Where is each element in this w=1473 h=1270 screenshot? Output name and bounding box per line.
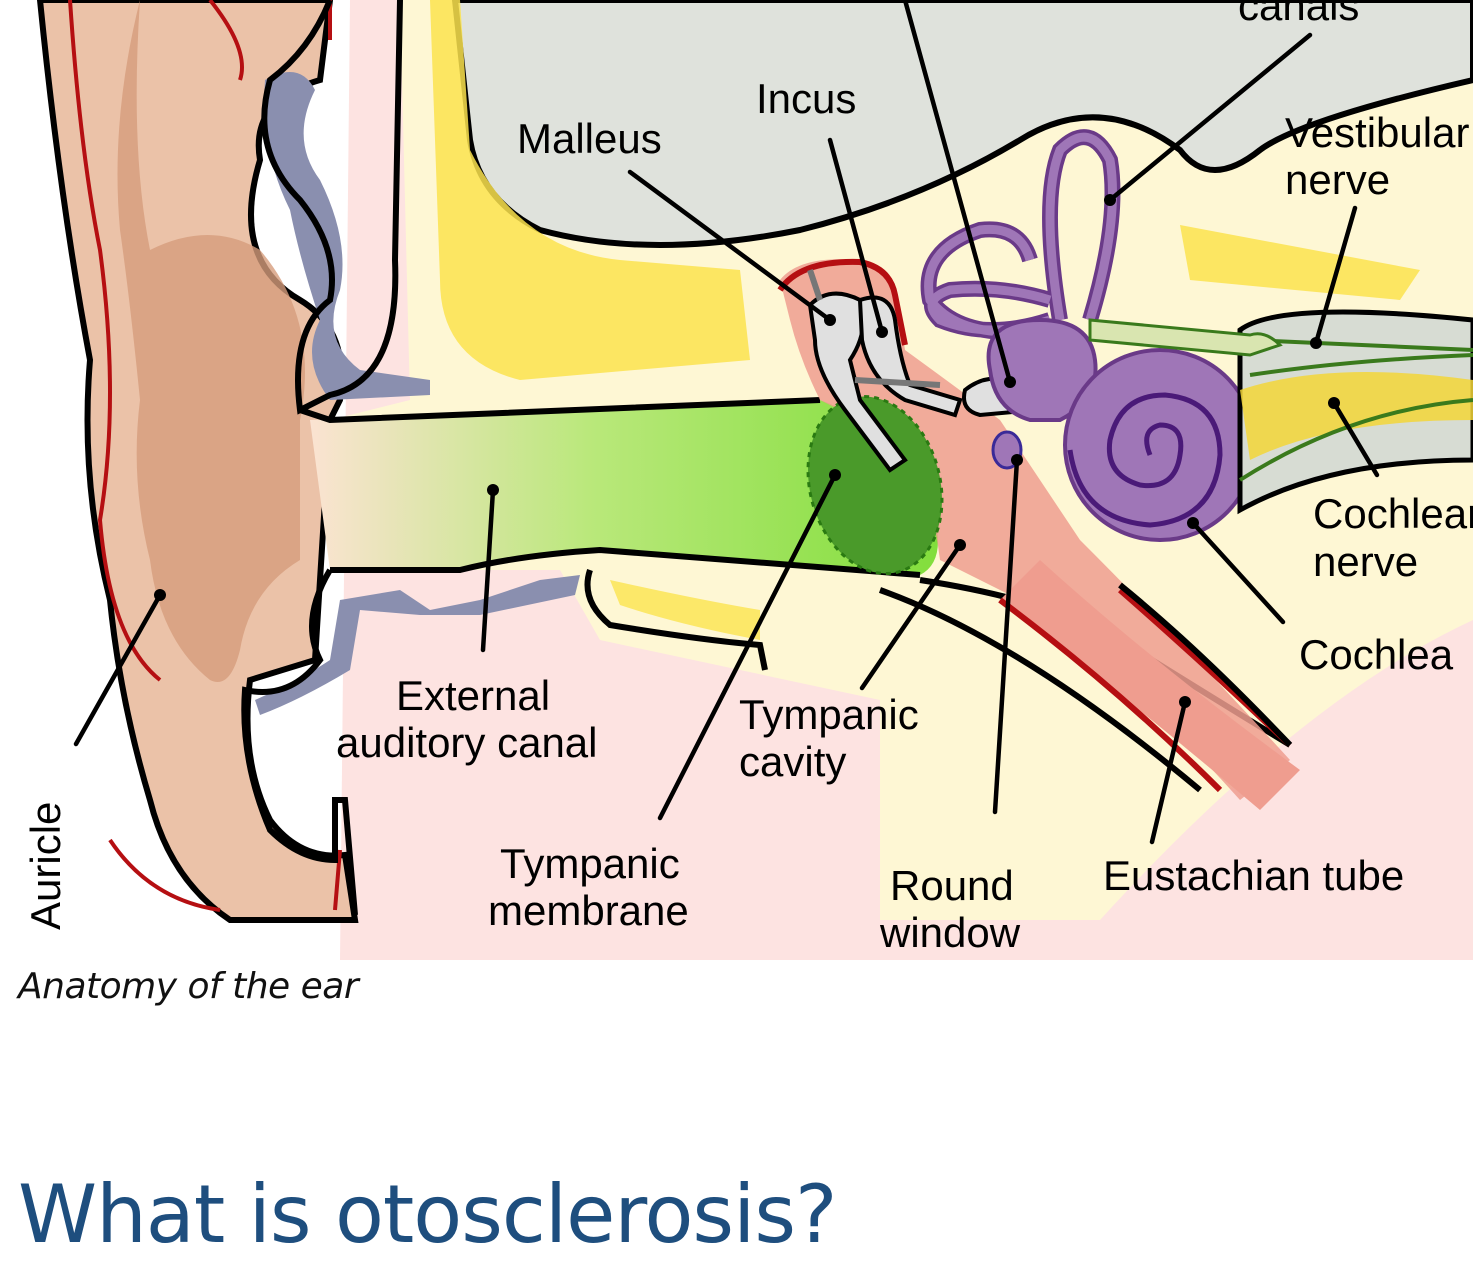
label-round-window-line1: Round bbox=[890, 862, 1014, 909]
section-heading: What is otosclerosis? bbox=[18, 1168, 836, 1261]
figure-caption: Anatomy of the ear bbox=[18, 966, 358, 1007]
label-external-line2: auditory canal bbox=[336, 719, 598, 766]
label-cochlea: Cochlea bbox=[1299, 631, 1454, 678]
label-tympanic-cavity-line2: cavity bbox=[739, 738, 846, 785]
label-canals: canals bbox=[1238, 0, 1359, 29]
label-malleus: Malleus bbox=[517, 115, 662, 162]
label-tympanic-cavity-line1: Tympanic bbox=[739, 691, 919, 738]
label-vestibular-line2: nerve bbox=[1285, 156, 1390, 203]
ear-anatomy-diagram: canals Malleus Incus Vestibular nerve Co… bbox=[0, 0, 1473, 960]
label-tympanic-membrane-line2: membrane bbox=[488, 887, 689, 934]
label-tympanic-membrane-line1: Tympanic bbox=[500, 840, 680, 887]
label-vestibular-line1: Vestibular bbox=[1285, 109, 1469, 156]
cochlea-shape bbox=[1065, 350, 1255, 540]
label-eustachian-tube: Eustachian tube bbox=[1103, 852, 1404, 899]
label-auricle: Auricle bbox=[22, 802, 69, 930]
label-external-line1: External bbox=[396, 672, 550, 719]
label-cochlear-nerve-line2: nerve bbox=[1313, 538, 1418, 585]
label-round-window-line2: window bbox=[879, 909, 1021, 956]
label-incus: Incus bbox=[756, 75, 856, 122]
label-cochlear-nerve-line1: Cochlear bbox=[1313, 490, 1473, 537]
